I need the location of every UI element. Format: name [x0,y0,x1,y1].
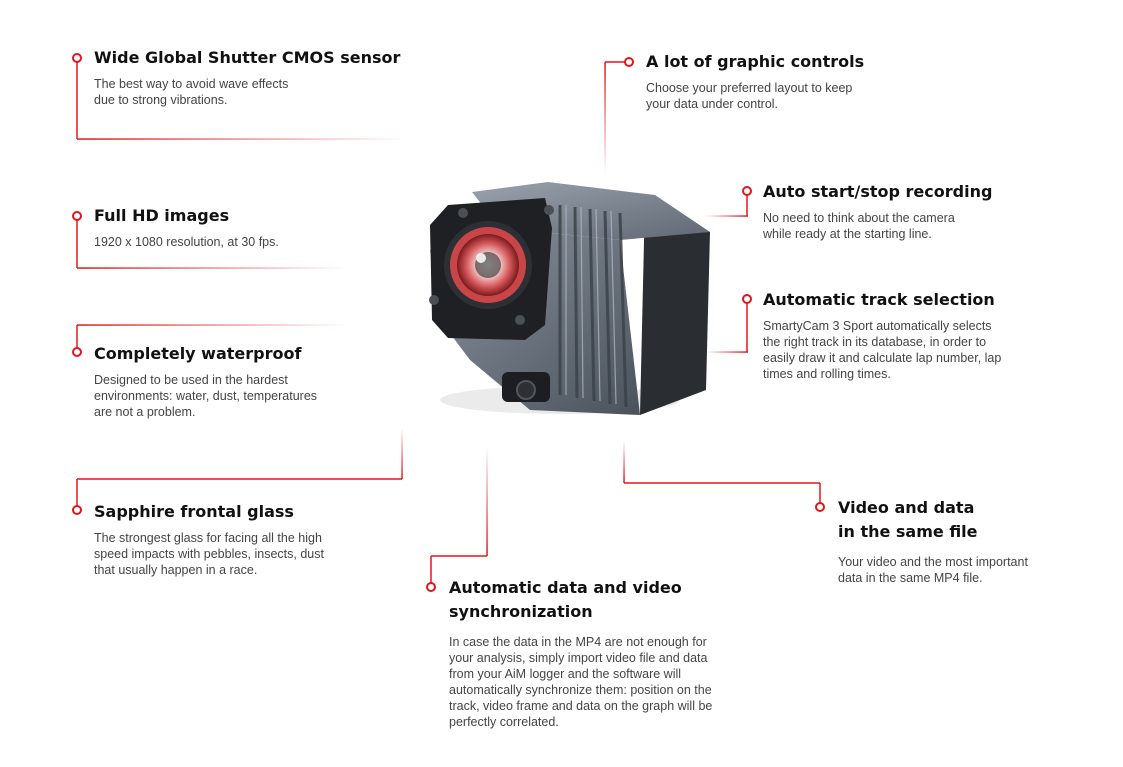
camera-image [429,182,710,415]
feature-description: Designed to be used in the hardest envir… [94,373,318,419]
connector-track-selection [706,294,752,353]
connector-auto-start [706,186,752,217]
feature-sync: Automatic data and video synchronization… [449,576,719,730]
connector-sync [426,445,488,592]
feature-description: SmartyCam 3 Sport automatically selects … [763,319,1002,381]
feature-title: A lot of graphic controls [646,52,865,71]
feature-title: Automatic track selection [763,290,995,309]
feature-description: The strongest glass for facing all the h… [94,531,324,577]
connector-full-hd [72,211,347,269]
feature-title: Full HD images [94,206,230,225]
feature-title: Auto start/stop recording [763,182,993,201]
feature-title: Sapphire frontal glass [94,502,294,521]
feature-full-hd: Full HD images 1920 x 1080 resolution, a… [94,204,374,250]
feature-description: Your video and the most important data i… [838,555,1028,585]
feature-title: Completely waterproof [94,344,302,363]
feature-description: No need to think about the camera while … [763,211,955,241]
feature-title: Automatic data and video synchronization [449,578,682,621]
feature-description: In case the data in the MP4 are not enou… [449,635,713,729]
connector-graphic-controls [604,57,634,174]
feature-graphic-controls: A lot of graphic controls Choose your pr… [646,50,906,112]
feature-title: Wide Global Shutter CMOS sensor [94,48,401,67]
feature-track-selection: Automatic track selection SmartyCam 3 Sp… [763,288,1023,382]
feature-wide-sensor: Wide Global Shutter CMOS sensor The best… [94,46,414,108]
feature-description: The best way to avoid wave effects due t… [94,77,289,107]
feature-sapphire: Sapphire frontal glass The strongest gla… [94,500,354,578]
feature-auto-start: Auto start/stop recording No need to thi… [763,180,1023,242]
connector-waterproof [72,324,347,357]
feature-description: 1920 x 1080 resolution, at 30 fps. [94,235,279,249]
connector-sapphire [72,428,403,515]
feature-title: Video and data in the same file [838,498,978,541]
feature-same-file: Video and data in the same file Your vid… [838,496,1058,586]
feature-description: Choose your preferred layout to keep you… [646,81,853,111]
connector-wide-sensor [72,53,407,140]
connector-same-file [623,440,825,512]
feature-waterproof: Completely waterproof Designed to be use… [94,342,354,420]
